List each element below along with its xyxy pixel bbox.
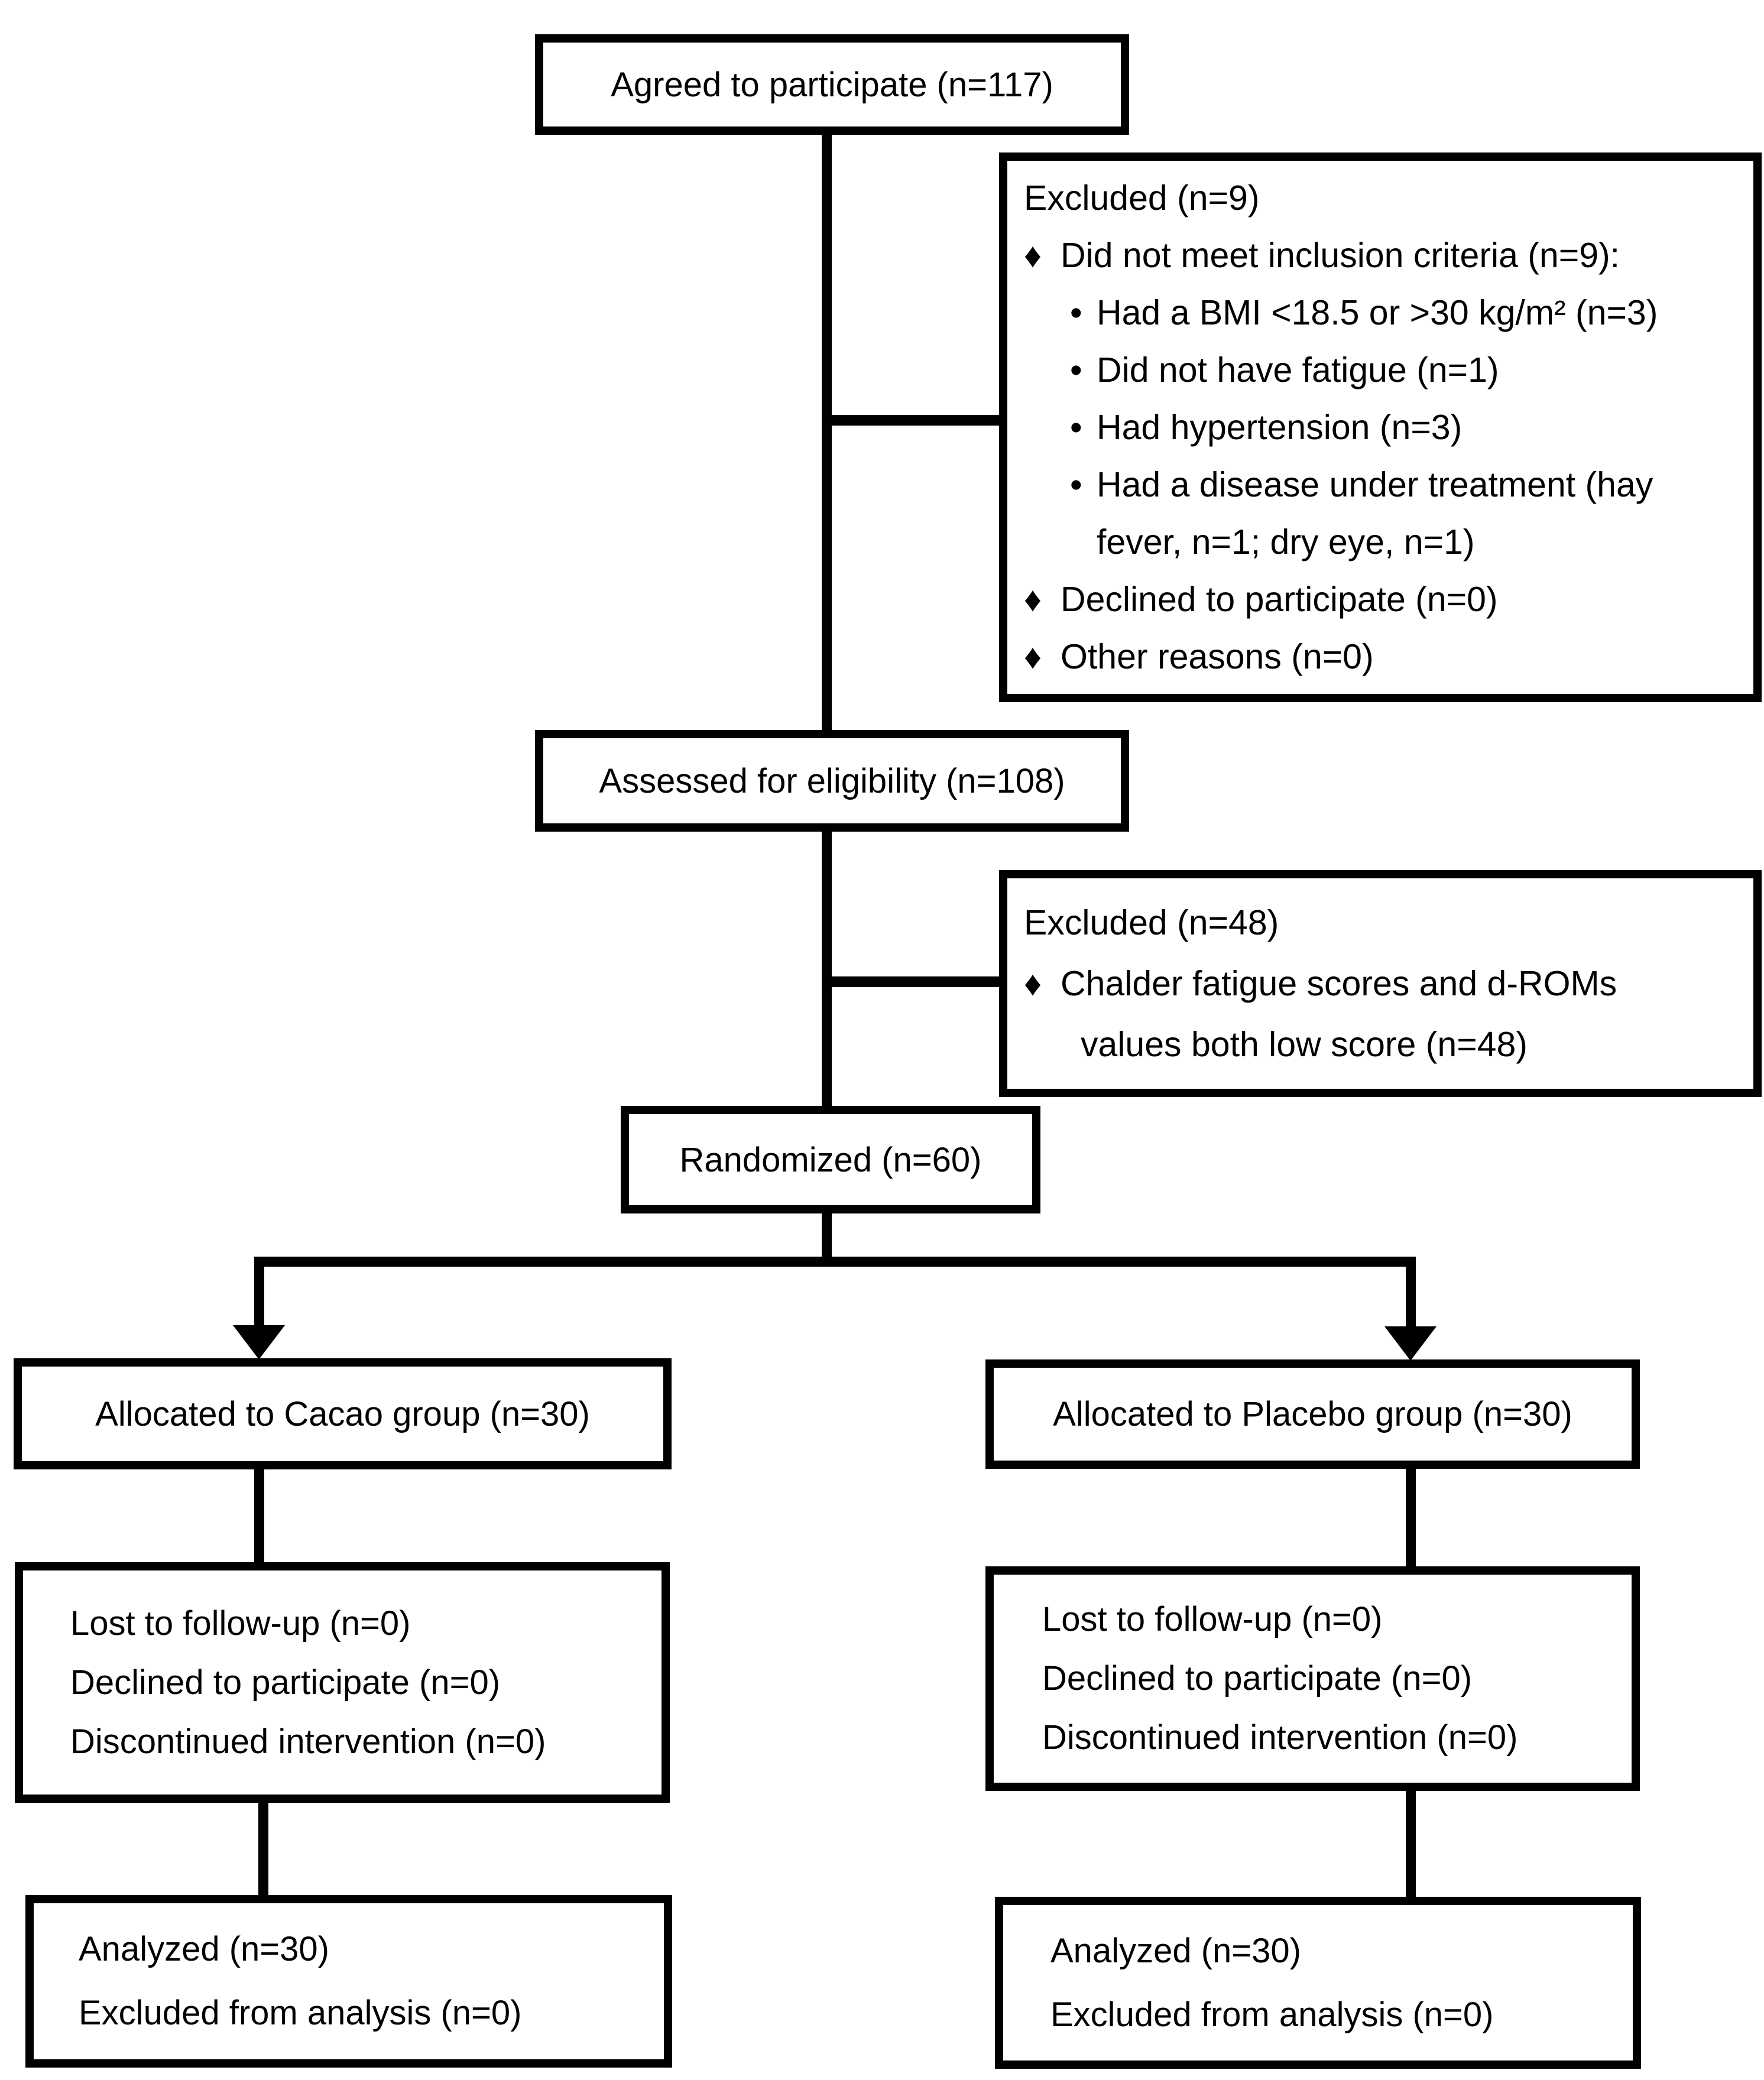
- cacao-allocated-label: Allocated to Cacao group (n=30): [95, 1394, 590, 1433]
- exclusion-item-text: Other reasons (n=0): [1061, 637, 1374, 676]
- assessed-box: Assessed for eligibility (n=108): [535, 730, 1129, 832]
- connector-to-excluded-initial: [822, 415, 1007, 426]
- exclusion-item: ♦ Chalder fatigue scores and d-ROMs: [1024, 953, 1747, 1014]
- exclusion-item-wrap: values both low score (n=48): [1024, 1014, 1747, 1075]
- connector-placebo-followup-to-analysis: [1406, 1788, 1416, 1898]
- assessed-label: Assessed for eligibility (n=108): [599, 761, 1065, 800]
- connector-agreed-to-assessed: [822, 130, 832, 733]
- connector-to-excluded-screening: [822, 976, 1007, 987]
- connector-randomized-to-branch: [822, 1211, 832, 1267]
- excluded-initial-title: Excluded (n=9): [1024, 178, 1260, 218]
- exclusion-item-text: fever, n=1; dry eye, n=1): [1097, 522, 1475, 562]
- followup-line: Declined to participate (n=0): [70, 1663, 501, 1702]
- exclusion-subitem: • Had a disease under treatment (hay: [1024, 456, 1747, 514]
- dot-bullet-icon: •: [1070, 350, 1082, 390]
- branch-bar: [254, 1257, 1416, 1267]
- exclusion-item-text: Did not meet inclusion criteria (n=9):: [1061, 235, 1620, 275]
- exclusion-item-text: Chalder fatigue scores and d-ROMs: [1061, 963, 1617, 1003]
- exclusion-subitem: • Had hypertension (n=3): [1024, 399, 1747, 456]
- randomized-label: Randomized (n=60): [679, 1140, 982, 1179]
- cacao-analysis-box: Analyzed (n=30) Excluded from analysis (…: [25, 1895, 672, 2068]
- diamond-bullet-icon: ♦: [1024, 235, 1042, 275]
- diamond-bullet-icon: ♦: [1024, 637, 1042, 676]
- analysis-line: Excluded from analysis (n=0): [79, 1994, 522, 2032]
- diamond-bullet-icon: ♦: [1024, 963, 1042, 1003]
- followup-line: Lost to follow-up (n=0): [70, 1604, 411, 1643]
- dot-bullet-icon: •: [1070, 407, 1082, 447]
- followup-line: Declined to participate (n=0): [1042, 1659, 1473, 1698]
- branch-line-cacao: [254, 1257, 264, 1326]
- dot-bullet-icon: •: [1070, 293, 1082, 332]
- exclusion-item-text: values both low score (n=48): [1081, 1024, 1528, 1064]
- connector-placebo-alloc-to-followup: [1406, 1466, 1416, 1568]
- arrow-down-icon: [233, 1325, 285, 1359]
- placebo-allocated-box: Allocated to Placebo group (n=30): [985, 1359, 1640, 1469]
- connector-assessed-to-randomized: [822, 828, 832, 1108]
- randomized-box: Randomized (n=60): [621, 1106, 1040, 1213]
- exclusion-subitem: • Had a BMI <18.5 or >30 kg/m² (n=3): [1024, 284, 1747, 342]
- exclusion-item: ♦ Declined to participate (n=0): [1024, 571, 1747, 628]
- agreed-label: Agreed to participate (n=117): [611, 65, 1053, 104]
- dot-bullet-icon: •: [1070, 465, 1082, 504]
- followup-line: Discontinued intervention (n=0): [1042, 1718, 1518, 1757]
- connector-cacao-alloc-to-followup: [254, 1466, 264, 1563]
- excluded-screening-box: Excluded (n=48) ♦ Chalder fatigue scores…: [999, 870, 1762, 1097]
- placebo-followup-box: Lost to follow-up (n=0) Declined to part…: [985, 1566, 1640, 1791]
- excluded-screening-title: Excluded (n=48): [1024, 903, 1279, 942]
- exclusion-item-text: Did not have fatigue (n=1): [1097, 350, 1499, 390]
- cacao-allocated-box: Allocated to Cacao group (n=30): [14, 1358, 672, 1469]
- excluded-initial-box: Excluded (n=9) ♦ Did not meet inclusion …: [999, 152, 1762, 702]
- followup-line: Lost to follow-up (n=0): [1042, 1600, 1383, 1638]
- exclusion-item: ♦ Did not meet inclusion criteria (n=9):: [1024, 227, 1747, 284]
- analysis-line: Analyzed (n=30): [79, 1930, 329, 1968]
- exclusion-subitem-wrap: fever, n=1; dry eye, n=1): [1024, 514, 1747, 571]
- agreed-box: Agreed to participate (n=117): [535, 34, 1129, 135]
- exclusion-subitem: • Did not have fatigue (n=1): [1024, 342, 1747, 399]
- analysis-line: Excluded from analysis (n=0): [1050, 1995, 1494, 2034]
- exclusion-title-row: Excluded (n=9): [1024, 170, 1747, 227]
- exclusion-title-row: Excluded (n=48): [1024, 893, 1747, 953]
- exclusion-item: ♦ Other reasons (n=0): [1024, 628, 1747, 686]
- exclusion-item-text: Had a BMI <18.5 or >30 kg/m² (n=3): [1097, 293, 1658, 332]
- cacao-followup-box: Lost to follow-up (n=0) Declined to part…: [15, 1562, 670, 1803]
- placebo-allocated-label: Allocated to Placebo group (n=30): [1053, 1395, 1572, 1433]
- exclusion-item-text: Had a disease under treatment (hay: [1097, 465, 1653, 504]
- exclusion-item-text: Declined to participate (n=0): [1061, 579, 1498, 619]
- exclusion-item-text: Had hypertension (n=3): [1097, 407, 1463, 447]
- connector-cacao-followup-to-analysis: [258, 1800, 268, 1896]
- arrow-down-icon: [1384, 1326, 1437, 1361]
- placebo-analysis-box: Analyzed (n=30) Excluded from analysis (…: [995, 1897, 1641, 2069]
- followup-line: Discontinued intervention (n=0): [70, 1722, 546, 1761]
- branch-line-placebo: [1406, 1257, 1416, 1326]
- analysis-line: Analyzed (n=30): [1050, 1931, 1301, 1970]
- diamond-bullet-icon: ♦: [1024, 579, 1042, 619]
